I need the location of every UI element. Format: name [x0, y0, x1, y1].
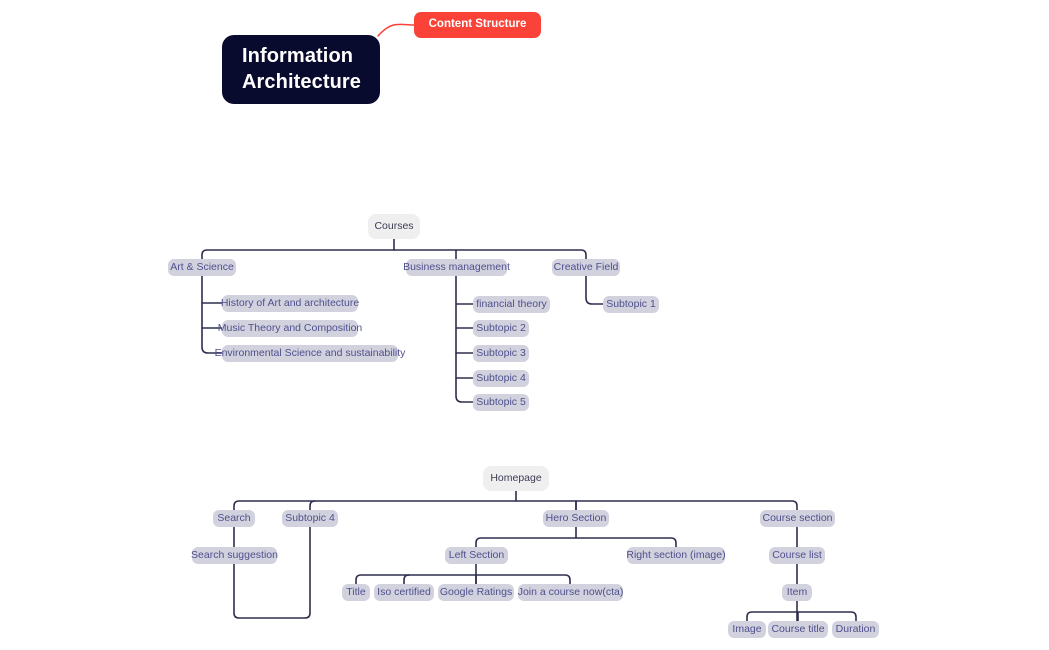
node-label: Search	[217, 512, 251, 525]
tag-card-label: Content Structure	[428, 18, 527, 31]
node-label: Homepage	[490, 472, 542, 485]
node-title[interactable]: Title	[342, 584, 370, 601]
node-bm-subtopic-4[interactable]: Subtopic 4	[473, 370, 529, 387]
node-label: Course title	[771, 623, 825, 636]
node-label: Business management	[403, 261, 510, 274]
node-label: Music Theory and Composition	[217, 322, 363, 335]
node-art-science[interactable]: Art & Science	[168, 259, 236, 276]
node-image[interactable]: Image	[728, 621, 766, 638]
node-google-ratings[interactable]: Google Ratings	[438, 584, 514, 601]
tag-card-content-structure[interactable]: Content Structure	[414, 12, 541, 38]
node-label: Left Section	[448, 549, 505, 562]
node-label: Title	[346, 586, 366, 599]
node-label: Subtopic 4	[285, 512, 335, 525]
node-label: History of Art and architecture	[220, 297, 360, 310]
node-bm-subtopic-2[interactable]: Subtopic 2	[473, 320, 529, 337]
edge-business-trunk	[455, 275, 474, 403]
edge-left-child-iso	[403, 574, 410, 585]
node-bm-subtopic-3[interactable]: Subtopic 3	[473, 345, 529, 362]
node-course-section[interactable]: Course section	[760, 510, 835, 527]
node-label: Subtopic 3	[476, 347, 526, 360]
node-hp-subtopic-4[interactable]: Subtopic 4	[282, 510, 338, 527]
node-label: Courses	[374, 220, 414, 233]
edge-item-spine	[746, 611, 857, 622]
node-hero-section[interactable]: Hero Section	[543, 510, 609, 527]
node-label: Course list	[772, 549, 822, 562]
edge-courses-spine	[201, 249, 587, 260]
edge-title-to-tag	[377, 23, 415, 37]
node-search[interactable]: Search	[213, 510, 255, 527]
node-label: Google Ratings	[439, 586, 513, 599]
node-label: Creative Field	[553, 261, 619, 274]
node-label: Iso certified	[377, 586, 431, 599]
node-label: Subtopic 2	[476, 322, 526, 335]
title-card-information-architecture[interactable]: Information Architecture	[222, 35, 380, 104]
edge-homepage-spine	[233, 500, 798, 511]
node-iso-certified[interactable]: Iso certified	[374, 584, 434, 601]
node-search-suggestion[interactable]: Search suggestion	[191, 547, 278, 564]
node-courses[interactable]: Courses	[368, 214, 420, 239]
node-cf-subtopic-1[interactable]: Subtopic 1	[603, 296, 659, 313]
node-left-section[interactable]: Left Section	[445, 547, 508, 564]
edge-search-trunk	[233, 526, 311, 619]
node-label: Duration	[835, 623, 876, 636]
node-label: Subtopic 1	[606, 298, 656, 311]
node-label: Environmental Science and sustainability	[214, 347, 406, 360]
node-item[interactable]: Item	[782, 584, 812, 601]
edge-homepage-to-subtopic4	[309, 500, 316, 511]
node-financial-theory[interactable]: financial theory	[473, 296, 550, 313]
node-course-list[interactable]: Course list	[769, 547, 825, 564]
edge-creative-trunk	[585, 275, 604, 305]
node-right-section-image[interactable]: Right section (image)	[626, 547, 726, 564]
node-label: Subtopic 5	[476, 396, 526, 409]
node-music-theory-and-composition[interactable]: Music Theory and Composition	[218, 320, 362, 337]
node-homepage[interactable]: Homepage	[483, 466, 549, 491]
node-business-management[interactable]: Business management	[403, 259, 510, 276]
node-label: Subtopic 4	[476, 372, 526, 385]
edge-art-trunk	[201, 275, 223, 354]
node-label: Hero Section	[545, 512, 607, 525]
node-join-a-course-now-cta[interactable]: Join a course now(cta)	[518, 584, 623, 601]
title-card-label: Information Architecture	[242, 44, 362, 93]
node-label: Right section (image)	[626, 549, 726, 562]
node-label: Image	[732, 623, 762, 636]
node-label: Join a course now(cta)	[517, 586, 624, 599]
node-label: Course section	[762, 512, 833, 525]
node-label: Search suggestion	[191, 549, 278, 562]
edge-hero-spine	[475, 537, 677, 548]
node-duration[interactable]: Duration	[832, 621, 879, 638]
node-label: financial theory	[476, 298, 547, 311]
edge-left-spine	[355, 574, 571, 585]
node-creative-field[interactable]: Creative Field	[552, 259, 620, 276]
node-environmental-science-and-sustainability[interactable]: Environmental Science and sustainability	[215, 345, 405, 362]
node-label: Art & Science	[170, 261, 234, 274]
node-history-of-art-and-architecture[interactable]: History of Art and architecture	[220, 295, 360, 312]
node-label: Item	[786, 586, 808, 599]
node-course-title[interactable]: Course title	[768, 621, 828, 638]
node-bm-subtopic-5[interactable]: Subtopic 5	[473, 394, 529, 411]
